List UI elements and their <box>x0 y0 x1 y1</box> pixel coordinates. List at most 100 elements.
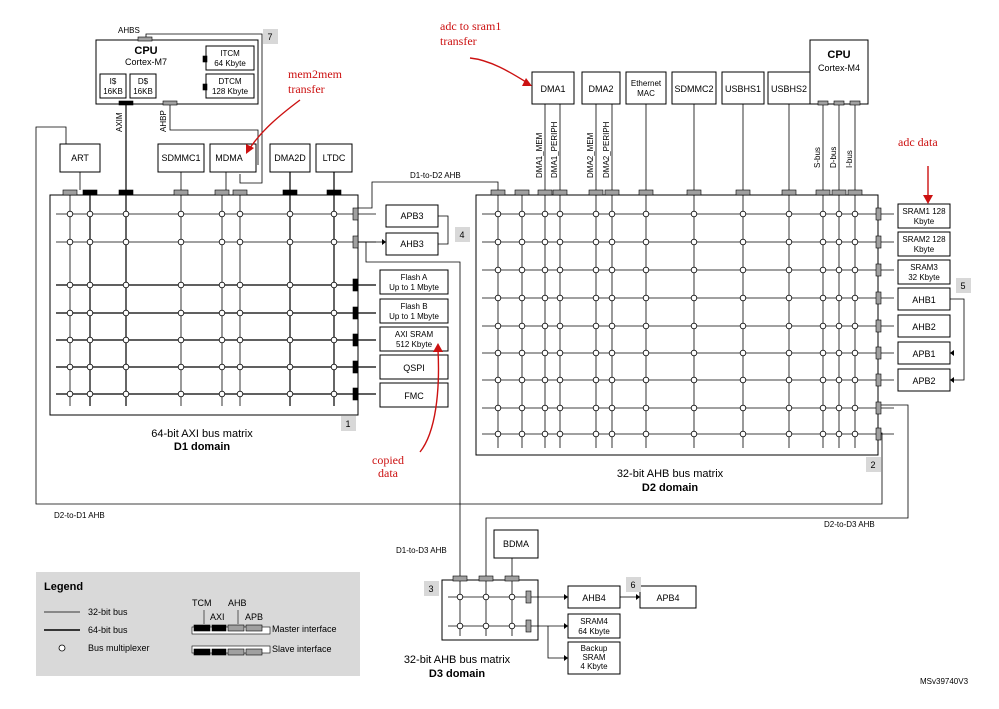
dbus-label: D-bus <box>829 147 838 168</box>
bus-multiplexer <box>851 404 859 412</box>
master-port <box>552 189 568 196</box>
block-number-6: 6 <box>630 580 635 590</box>
master-port <box>62 189 78 196</box>
bus-multiplexer <box>739 294 747 302</box>
d3-domain-label: D3 domain <box>429 668 486 680</box>
master-port <box>214 189 230 196</box>
master-port <box>118 189 134 196</box>
sbus-label: S-bus <box>813 147 822 168</box>
bus-multiplexer <box>494 238 502 246</box>
bus-multiplexer <box>851 376 859 384</box>
bus-multiplexer <box>785 376 793 384</box>
flash-a-size: Up to 1 Mbyte <box>389 283 439 292</box>
cpu-m7-title: CPU <box>134 45 157 57</box>
bus-multiplexer <box>286 210 294 218</box>
note-adc-to-sram1-line2: transfer <box>440 34 477 48</box>
block-number-2: 2 <box>870 460 875 470</box>
bus-multiplexer <box>456 622 464 630</box>
bus-multiplexer <box>66 210 74 218</box>
axim-label: AXIM <box>115 112 124 132</box>
bus-multiplexer <box>482 622 490 630</box>
bus-multiplexer <box>236 210 244 218</box>
legend-title: Legend <box>44 581 83 593</box>
axi-sram-size: 512 Kbyte <box>396 340 433 349</box>
bus-multiplexer <box>835 266 843 274</box>
bus-multiplexer <box>819 238 827 246</box>
bus-multiplexer <box>66 363 74 371</box>
cpu-m4-title: CPU <box>827 49 850 61</box>
bus-multiplexer <box>541 238 549 246</box>
note-copied: copied <box>372 453 404 467</box>
note-mem2mem-line2: transfer <box>288 82 325 96</box>
d2-domain-label: D2 domain <box>642 482 699 494</box>
bus-multiplexer <box>122 281 130 289</box>
bus-multiplexer <box>739 266 747 274</box>
d1-domain-label: D1 domain <box>174 441 231 453</box>
bus-multiplexer <box>494 266 502 274</box>
bus-multiplexer <box>690 376 698 384</box>
ahb4-label: AHB4 <box>582 593 606 603</box>
master-port <box>831 189 847 196</box>
ahb1-label: AHB1 <box>912 295 936 305</box>
bus-multiplexer <box>330 238 338 246</box>
slave-port <box>875 207 882 221</box>
bus-multiplexer <box>66 390 74 398</box>
bus-multiplexer <box>592 294 600 302</box>
slave-port <box>525 619 532 633</box>
bus-multiplexer <box>122 336 130 344</box>
d2-master-usbhs2: USBHS2 <box>771 84 807 94</box>
bus-multiplexer <box>286 309 294 317</box>
bus-multiplexer <box>835 210 843 218</box>
master-port <box>815 189 831 196</box>
dma1-periph-label: DMA1_PERIPH <box>550 121 559 178</box>
bus-multiplexer <box>608 238 616 246</box>
master-port <box>686 189 702 196</box>
d1-matrix-label: 64-bit AXI bus matrix <box>151 428 253 440</box>
master-port <box>173 189 189 196</box>
ahbs-label: AHBS <box>118 26 140 35</box>
d2-matrix-label: 32-bit AHB bus matrix <box>617 468 724 480</box>
bus-multiplexer <box>122 390 130 398</box>
slave-port <box>352 387 359 401</box>
dma2-periph-label: DMA2_PERIPH <box>602 121 611 178</box>
dtcm-size: 128 Kbyte <box>212 87 249 96</box>
bus-multiplexer <box>218 309 226 317</box>
slave-port <box>352 360 359 374</box>
bus-multiplexer <box>835 294 843 302</box>
bus-multiplexer <box>236 309 244 317</box>
backup-sram-label-2: SRAM <box>582 653 605 662</box>
master-port <box>537 189 553 196</box>
d2-master-sdmmc2: SDMMC2 <box>674 84 713 94</box>
icache-size: 16KB <box>103 87 123 96</box>
d2-master-dma2: DMA2 <box>588 84 613 94</box>
bus-multiplexer <box>851 210 859 218</box>
bus-multiplexer <box>518 322 526 330</box>
d3-domain: BDMA AHB4 APB4 6 SRAM4 64 Kbyte Backup S… <box>404 529 697 680</box>
bus-multiplexer <box>236 281 244 289</box>
bus-multiplexer <box>456 593 464 601</box>
flash-b-size: Up to 1 Mbyte <box>389 312 439 321</box>
legend: Legend 32-bit bus 64-bit bus Bus multipl… <box>36 572 360 676</box>
block-number-5: 5 <box>960 281 965 291</box>
bus-multiplexer <box>690 210 698 218</box>
master-port <box>514 189 530 196</box>
bus-multiplexer <box>739 210 747 218</box>
bus-multiplexer <box>66 336 74 344</box>
slave-port <box>352 333 359 347</box>
bus-multiplexer <box>835 404 843 412</box>
sram3-label: SRAM3 <box>910 263 938 272</box>
d1-apb3: APB3 <box>400 211 423 221</box>
bus-multiplexer <box>518 376 526 384</box>
slave-port <box>352 278 359 292</box>
bus-multiplexer <box>541 294 549 302</box>
bus-multiplexer <box>86 309 94 317</box>
bus-multiplexer <box>739 430 747 438</box>
d2-master-mac: MAC <box>637 89 655 98</box>
bus-multiplexer <box>218 281 226 289</box>
bus-multiplexer <box>785 238 793 246</box>
figure-reference: MSv39740V3 <box>920 677 969 686</box>
legend-64bit: 64-bit bus <box>88 625 128 635</box>
bus-multiplexer <box>330 210 338 218</box>
bus-multiplexer <box>608 266 616 274</box>
